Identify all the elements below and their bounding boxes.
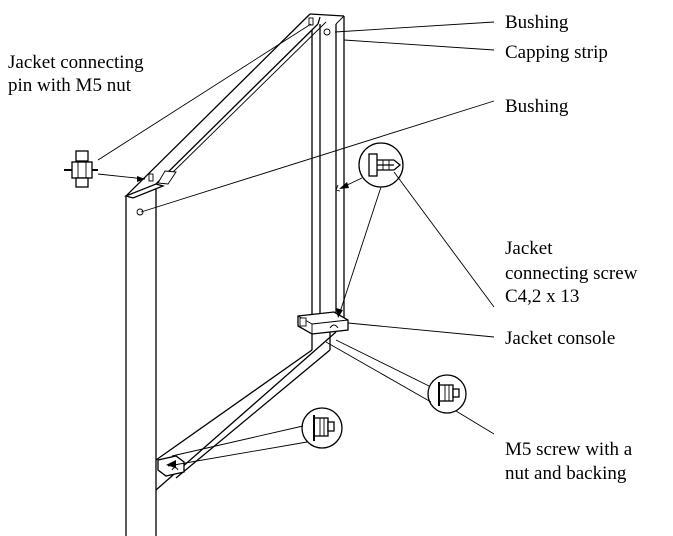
jacket-frame: [123, 13, 345, 536]
leader-lines: [140, 21, 495, 435]
frame-details: [136, 17, 341, 216]
m5-screw-detail-left: [166, 407, 343, 468]
connecting-screw-detail: [336, 142, 404, 318]
pin-slot-top: [308, 17, 314, 26]
label-screw-line3: C4,2 x 13: [505, 286, 579, 307]
label-pin-line2: pin with M5 nut: [8, 75, 132, 96]
label-console: Jacket console: [505, 328, 615, 349]
m5-screw-detail-right: [325, 339, 467, 414]
label-capping-strip: Capping strip: [505, 42, 608, 63]
label-m5-line1: M5 screw with a: [505, 439, 633, 460]
screw-point: [335, 184, 341, 192]
jacket-console: [297, 311, 349, 335]
label-screw-line1: Jacket: [505, 238, 553, 259]
connecting-pin-detail: [64, 23, 312, 188]
label-m5-line2: nut and backing: [505, 463, 627, 484]
pin-slot-left: [148, 173, 154, 182]
label-bushing-top: Bushing: [505, 12, 569, 33]
bushing-hole-left: [136, 208, 144, 216]
label-pin-line1: Jacket connecting: [8, 52, 144, 73]
bushing-hole-top: [323, 28, 331, 36]
label-bushing-mid: Bushing: [505, 96, 569, 117]
label-screw-line2: connecting screw: [505, 263, 638, 284]
